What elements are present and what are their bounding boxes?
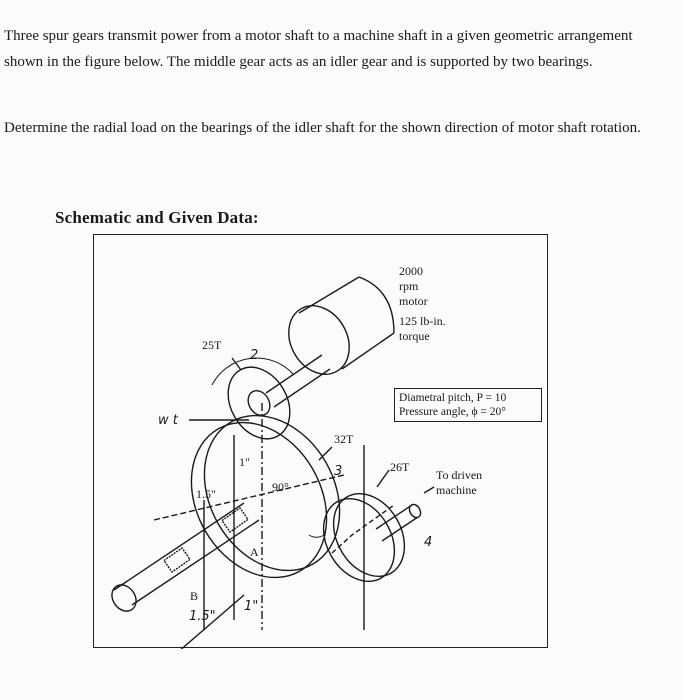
bearing-b-label: B: [190, 589, 199, 603]
driven-gear-teeth: 26T: [390, 460, 410, 474]
leader-to-machine: [423, 486, 435, 494]
motor-body-end: [358, 276, 395, 334]
driven-shaft-end: [408, 503, 422, 519]
idler-gear-front: [190, 421, 328, 579]
handwritten-gear-3: 3: [334, 464, 343, 479]
leader-26t: [376, 469, 390, 488]
driven-axis-centerline: [331, 504, 395, 554]
gear-data-box: Diametral pitch, P = 10 Pressure angle, …: [394, 388, 542, 422]
gear-train-drawing: [111, 276, 435, 649]
handwritten-gear-4: 4: [424, 535, 433, 550]
motor-speed-unit: rpm: [399, 279, 419, 293]
handwritten-dim-15: 1.5": [189, 609, 216, 624]
pressure-angle: Pressure angle, ϕ = 20°: [399, 406, 506, 418]
diametral-pitch: Diametral pitch, P = 10: [399, 392, 507, 404]
handwritten-dim-1: 1": [244, 599, 259, 614]
handwritten-dim-line: [180, 594, 245, 649]
driven-shaft-bottom: [381, 516, 419, 542]
idler-gear-back: [203, 414, 341, 572]
leader-25t: [231, 357, 242, 371]
driven-gear: [322, 497, 396, 583]
rotation-arc-motor: [211, 357, 295, 386]
problem-statement: Three spur gears transmit power from a m…: [4, 28, 633, 70]
bearing-a-label: A: [250, 545, 259, 559]
bearing-spacing-dim: 1.5": [196, 487, 216, 501]
driven-machine-line1: To driven: [436, 468, 483, 482]
idler-axis-centerline: [153, 474, 345, 521]
gear-schematic-figure: 2000 rpm motor 125 lb-in. torque Diametr…: [93, 234, 548, 649]
schematic-heading: Schematic and Given Data:: [55, 208, 259, 227]
problem-question: Determine the radial load on the bearing…: [4, 120, 641, 136]
bearing-a-shape: [220, 506, 250, 534]
motor-gear-teeth: 25T: [202, 338, 222, 352]
motor-gear-hub: [247, 389, 271, 417]
motor-gear: [227, 366, 291, 440]
motor-shaft-bottom: [273, 368, 331, 408]
driven-machine-line2: machine: [436, 483, 477, 497]
motor-speed: 2000: [399, 264, 423, 278]
idler-shaft-bottom-edge: [131, 519, 260, 606]
idler-shaft-top-edge: [113, 502, 245, 591]
motor-shaft-top: [265, 354, 323, 394]
idler-shaft-end: [111, 584, 137, 612]
motor-torque-value: 125 lb-in.: [399, 314, 446, 328]
gear-offset-dim: 1": [239, 455, 250, 469]
motor-face: [288, 305, 350, 375]
motor-body-top: [298, 276, 360, 314]
motor-torque-label: torque: [399, 329, 430, 343]
driven-gear-back: [332, 492, 406, 578]
handwritten-wt: w t: [158, 413, 178, 428]
angle-dim: 90°: [272, 480, 289, 494]
idler-gear-teeth: 32T: [334, 432, 354, 446]
handwritten-gear-2: 2: [250, 348, 259, 363]
motor-label: motor: [399, 294, 428, 308]
driven-shaft-top: [375, 504, 413, 530]
leader-32t: [318, 446, 333, 461]
rotation-arc-driven: [308, 534, 325, 538]
motor-body-bottom: [341, 332, 395, 370]
